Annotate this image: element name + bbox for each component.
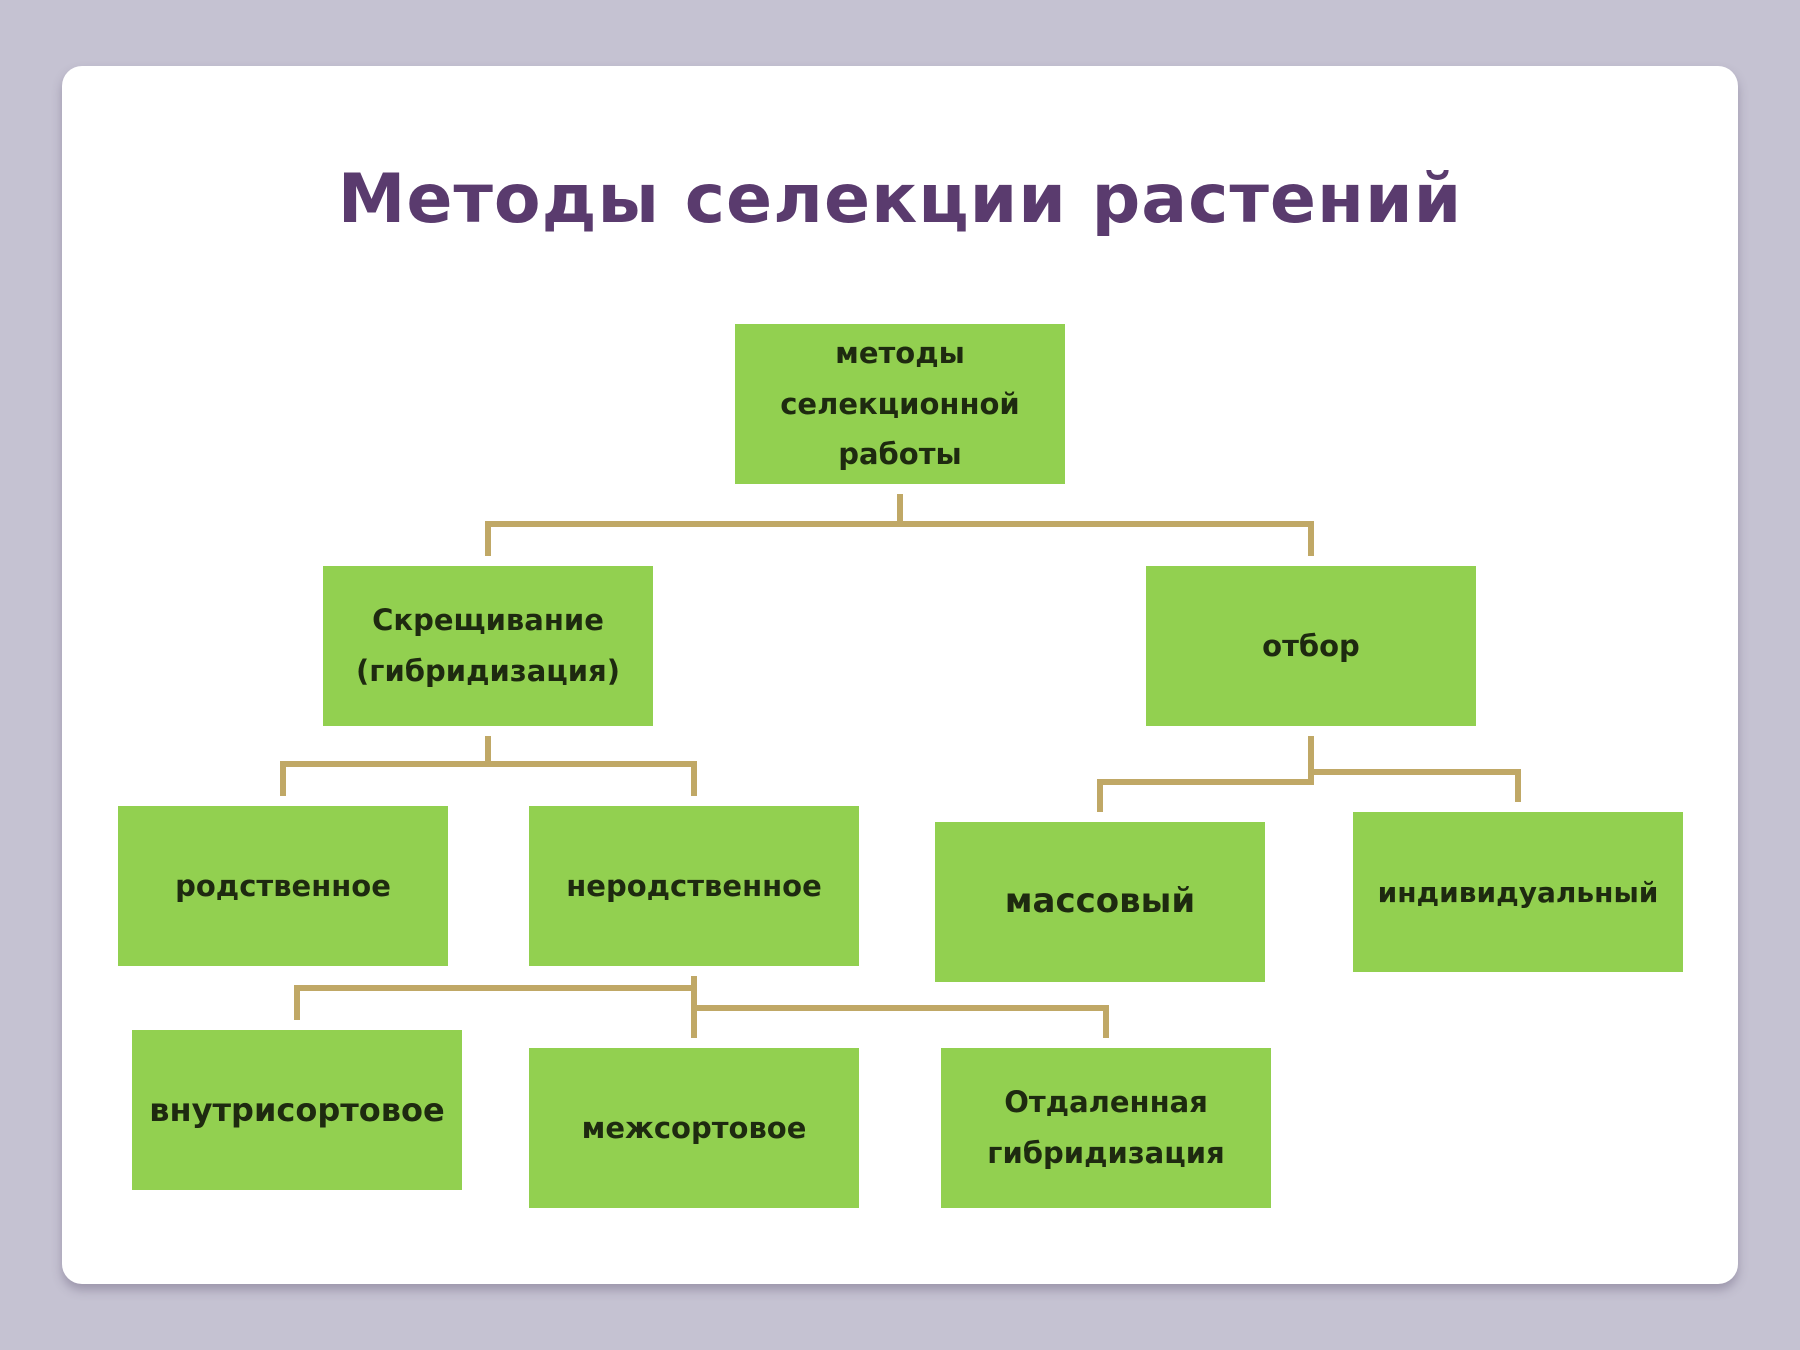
node-distant: Отдаленная гибридизация <box>941 1048 1271 1208</box>
connector-unrelated-left <box>294 985 694 1020</box>
node-intravarietal: внутрисортовое <box>132 1030 462 1190</box>
connector-selection-right <box>1311 769 1521 802</box>
connector-crossing-right <box>488 761 697 796</box>
slide-title: Методы селекции растений <box>337 160 1463 239</box>
node-unrelated: неродственное <box>529 806 859 966</box>
node-individual: индивидуальный <box>1353 812 1683 972</box>
node-root: методы селекционной работы <box>735 324 1065 484</box>
node-mass: массовый <box>935 822 1265 982</box>
connector-selection <box>1097 736 1314 812</box>
node-intervarietal: межсортовое <box>529 1048 859 1208</box>
connector-crossing <box>280 736 491 796</box>
connector-root <box>485 494 903 556</box>
node-crossing: Скрещивание (гибридизация) <box>323 566 653 726</box>
node-related: родственное <box>118 806 448 966</box>
connector-unrelated-right <box>694 1005 1109 1038</box>
connector-root-right <box>900 521 1314 556</box>
node-selection: отбор <box>1146 566 1476 726</box>
